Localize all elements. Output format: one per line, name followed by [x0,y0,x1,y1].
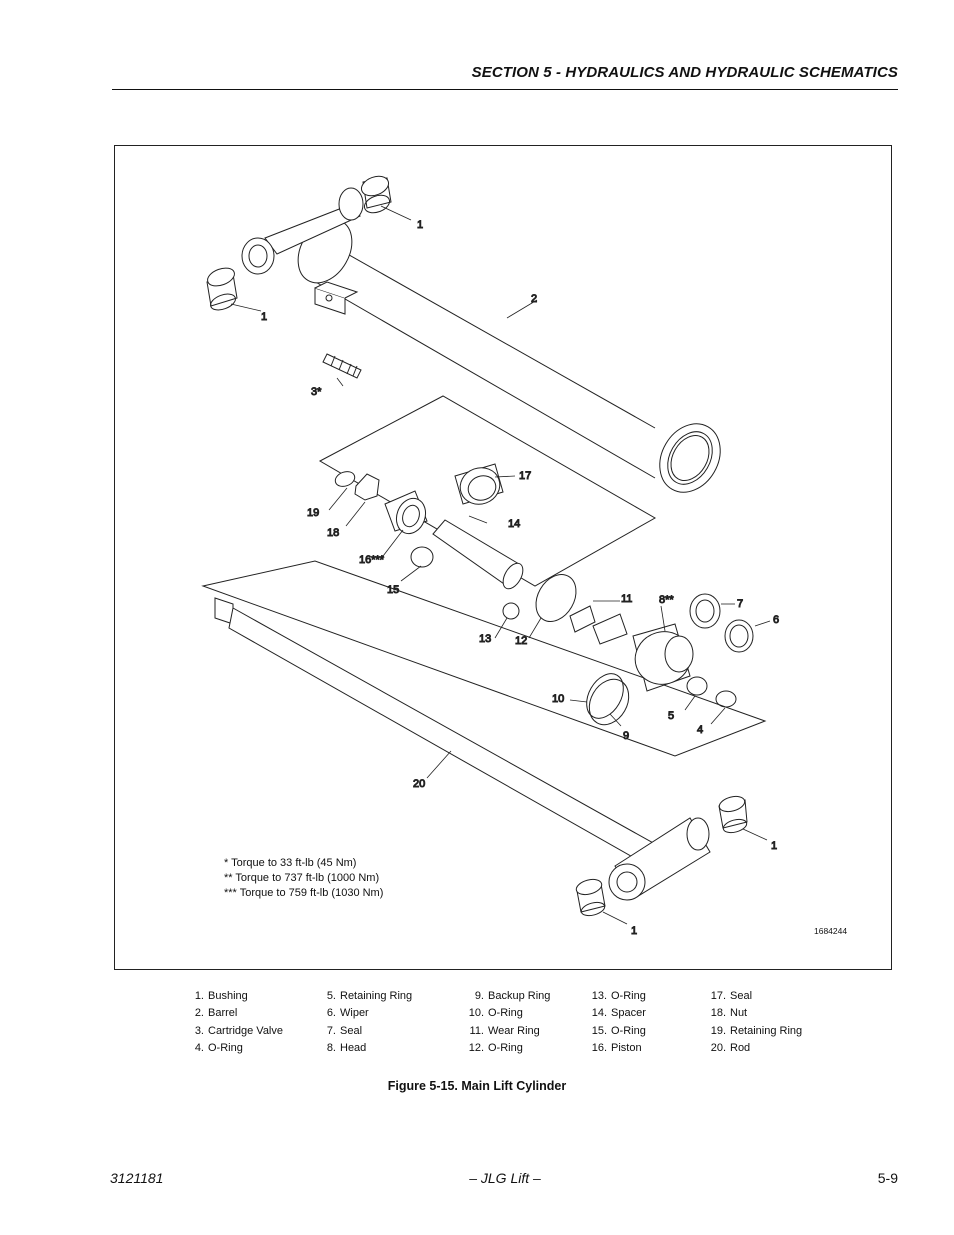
callout-15: 15 [387,584,399,596]
legend-column-2: 5.Retaining Ring 6.Wiper 7.Seal 8.Head [314,988,412,1058]
legend-item: 3.Cartridge Valve [194,1024,283,1037]
callout-4: 4 [697,724,703,736]
figure-main-lift-cylinder: 1 1 2 3* 17 14 19 18 16*** 15 11 8** 7 6… [114,145,892,970]
callout-1-top-left: 1 [261,311,267,323]
piston-parts-drawing [334,463,754,726]
legend-item: 11.Wear Ring [469,1024,540,1037]
legend-item: 8.Head [326,1042,367,1055]
legend-item: 1.Bushing [194,990,248,1002]
legend-item: 4.O-Ring [194,1042,243,1055]
callout-16: 16*** [359,554,385,566]
callout-20: 20 [413,778,425,790]
legend-column-3: 9.Backup Ring 10.O-Ring 11.Wear Ring 12.… [462,988,551,1058]
callout-3: 3* [311,386,322,398]
callout-17: 17 [519,470,531,482]
legend-item: 2.Barrel [194,1007,238,1020]
legend-item: 5.Retaining Ring [326,990,413,1002]
bushing-bottom-right [718,795,748,834]
callout-6: 6 [773,614,779,626]
torque-note: ** Torque to 737 ft-lb (1000 Nm) [224,872,380,884]
torque-note: *** Torque to 759 ft-lb (1030 Nm) [224,887,384,899]
footer-center-text: – JLG Lift – [469,1170,541,1186]
callout-19: 19 [307,507,319,519]
callout-10: 10 [552,693,564,705]
figure-id: 1684244 [814,926,848,936]
header-rule [112,89,898,90]
rod-drawing [214,597,711,901]
figure-caption: Figure 5-15. Main Lift Cylinder [387,1079,567,1093]
legend-item: 13.O-Ring [591,990,646,1002]
torque-notes: * Torque to 33 ft-lb (45 Nm) ** Torque t… [224,856,383,901]
leader-lines [230,205,771,925]
callout-11: 11 [621,593,632,605]
legend-item: 9.Backup Ring [474,990,551,1002]
callout-1-bottom-right: 1 [771,840,777,852]
legend-item: 14.Spacer [591,1007,646,1020]
legend-item: 6.Wiper [326,1007,369,1020]
bushing-top-right [360,175,392,214]
callout-7: 7 [737,598,743,610]
legend-column-5: 17.Seal 18.Nut 19.Retaining Ring 20.Rod [704,988,802,1058]
legend-item: 12.O-Ring [468,1042,523,1055]
legend-item: 7.Seal [326,1024,363,1037]
callout-1-top-right: 1 [417,219,423,231]
legend-column-4: 13.O-Ring 14.Spacer 15.O-Ring 16.Piston [585,988,646,1058]
torque-note: * Torque to 33 ft-lb (45 Nm) [224,857,357,869]
callout-14: 14 [508,518,520,530]
callout-13: 13 [479,633,491,645]
legend-item: 19.Retaining Ring [710,1024,803,1037]
legend-item: 15.O-Ring [591,1024,646,1037]
legend-item: 17.Seal [710,990,753,1002]
callout-8: 8** [659,594,674,606]
callout-9: 9 [623,730,629,742]
footer-doc-number: 3121181 [110,1170,164,1186]
bushing-top-left [206,267,238,311]
callout-1-bottom-left: 1 [631,925,637,937]
callout-5: 5 [668,710,674,722]
section-header: SECTION 5 - HYDRAULICS AND HYDRAULIC SCH… [471,64,898,81]
legend-item: 16.Piston [591,1042,642,1055]
cartridge-valve-drawing [322,353,362,379]
footer-page-number: 5-9 [877,1170,898,1186]
rod-assembly-plane [201,560,767,757]
bushing-bottom-left [575,878,606,917]
barrel-drawing [241,187,721,493]
callout-18: 18 [327,527,339,539]
legend-item: 20.Rod [710,1042,751,1055]
callout-2: 2 [531,293,537,305]
legend-column-1: 1.Bushing 2.Barrel 3.Cartridge Valve 4.O… [182,988,283,1058]
legend-item: 10.O-Ring [468,1007,523,1020]
legend-item: 18.Nut [710,1007,748,1020]
callout-12: 12 [515,635,527,647]
exploded-view-drawing: 1 1 2 3* 17 14 19 18 16*** 15 11 8** 7 6… [201,175,780,938]
